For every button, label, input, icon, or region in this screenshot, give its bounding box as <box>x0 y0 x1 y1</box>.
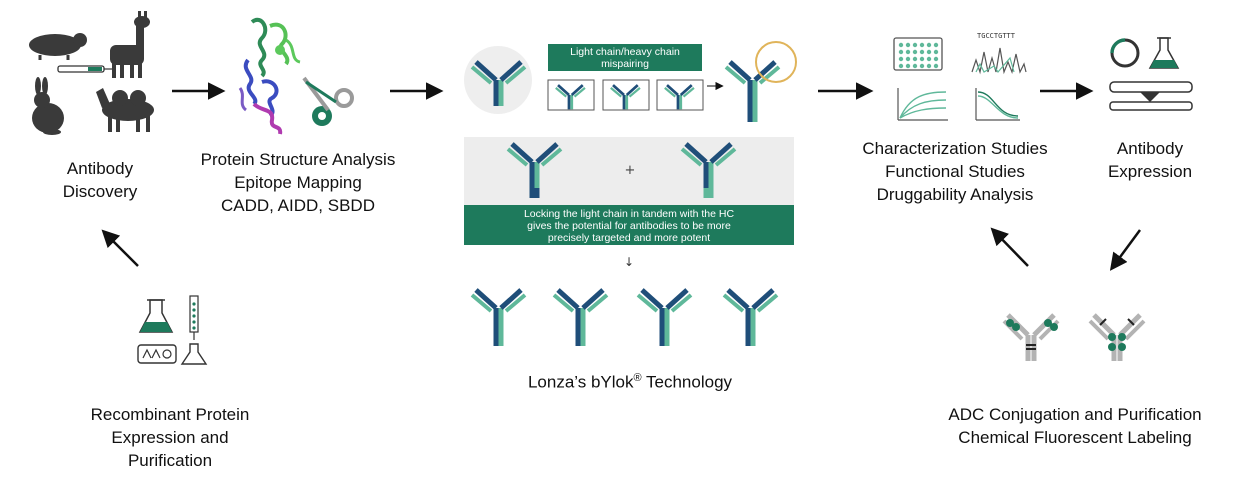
small-flask-icon <box>180 343 208 365</box>
label-antibody-expression: Antibody Expression <box>1107 139 1193 181</box>
scissors-icon <box>302 76 354 126</box>
expression-icons <box>1109 37 1193 111</box>
gel-icon <box>137 344 177 364</box>
arrow-recombinant-to-discovery <box>101 229 139 267</box>
arrow-adc-to-characterization <box>990 227 1029 267</box>
label-protein-structure: Protein Structure Analysis Epitope Mappi… <box>200 150 396 215</box>
svg-text:Light chain/heavy chain: Light chain/heavy chain <box>570 46 680 58</box>
label-bylok-technology: Lonza’s bYlok® Technology <box>527 372 733 392</box>
erlenmeyer-flask-icon <box>138 299 174 333</box>
label-antibody-discovery: Antibody Discovery <box>62 159 138 201</box>
arrow-expression-to-adc <box>1109 229 1142 271</box>
label-adc-conjugation: ADC Conjugation and Purification Chemica… <box>948 405 1202 447</box>
label-recombinant-protein: Recombinant Protein Expression and Purif… <box>90 405 250 470</box>
characterization-icons: TGCCTGTTT <box>893 32 1027 121</box>
svg-text:TGCCTGTTT: TGCCTGTTT <box>977 32 1016 40</box>
highlight-circle-icon <box>755 41 797 83</box>
llama-icon <box>110 11 150 78</box>
rabbit-icon <box>32 77 64 135</box>
svg-text:+: + <box>625 163 636 178</box>
svg-text:Locking the light chain in tan: Locking the light chain in tandem with t… <box>524 208 735 220</box>
bylok-panel: Light chain/heavy chain mispairing + Loc… <box>464 41 797 346</box>
protein-structure-illustration <box>238 18 301 135</box>
shaker-icon <box>1109 81 1193 111</box>
well-plate-wells <box>898 42 939 69</box>
locking-banner <box>464 205 794 245</box>
recombinant-icons <box>137 295 208 365</box>
svg-text:↓: ↓ <box>624 255 634 269</box>
adc-illustration <box>1004 315 1144 361</box>
mispairing-banner <box>548 44 702 71</box>
sequencing-trace-icon <box>971 47 1027 75</box>
flask-icon <box>1148 37 1180 69</box>
camel-icon <box>96 88 154 132</box>
svg-text:mispairing: mispairing <box>601 58 649 70</box>
label-characterization: Characterization Studies Functional Stud… <box>862 139 1048 204</box>
column-icon <box>189 295 199 340</box>
dose-response-icon <box>975 88 1020 121</box>
animal-illustrations <box>29 11 154 135</box>
svg-text:precisely targeted and more po: precisely targeted and more potent <box>548 232 710 244</box>
mouse-icon <box>29 33 87 60</box>
svg-text:gives the potential for antibo: gives the potential for antibodies to be… <box>527 220 731 232</box>
syringe-icon <box>57 65 116 73</box>
growth-curve-icon <box>897 88 948 121</box>
